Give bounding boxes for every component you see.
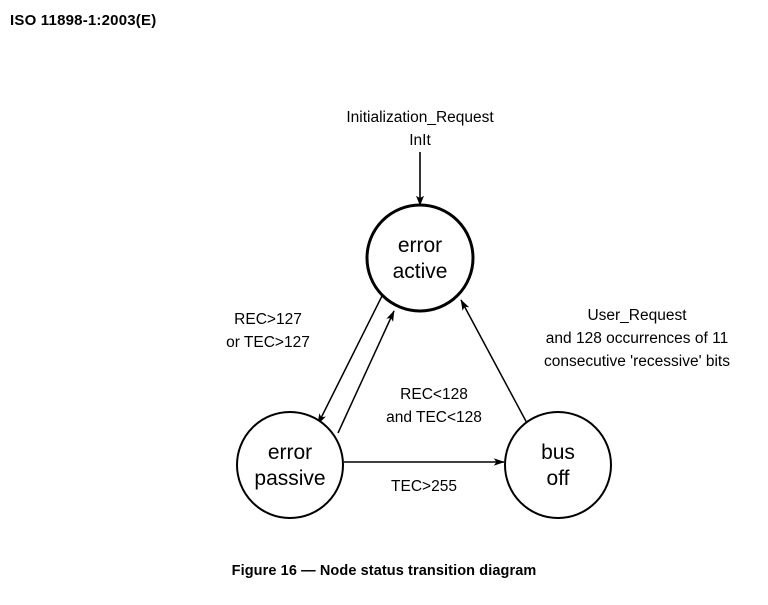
state-bus-off-circle[interactable] [504,411,612,519]
transition-busoff-to-active-label-line1: User_Request [587,307,687,324]
state-bus-off[interactable]: bus off [504,411,612,519]
transition-passive-to-busoff-label: TEC>255 [391,478,457,495]
document-header: ISO 11898-1:2003(E) [10,12,157,29]
transition-active-to-passive-arrow [317,295,383,425]
state-error-active[interactable]: error active [365,203,475,313]
state-error-passive-label-line2: passive [254,467,325,490]
state-error-passive-label-line1: error [268,441,312,464]
transition-initialization-label-line2: InIt [409,132,431,149]
transition-passive-to-active-label-line1: REC<128 [400,386,468,403]
state-error-active-label-line2: active [393,260,448,283]
transition-initialization: Initialization_Request InIt [346,109,494,206]
transition-passive-to-active-label-line2: and TEC<128 [386,409,482,426]
state-bus-off-label-line1: bus [541,441,575,464]
state-bus-off-label-line2: off [547,467,570,490]
state-error-active-label-line1: error [398,234,442,257]
transition-busoff-to-active-label-line3: consecutive 'recessive' bits [544,353,730,370]
transition-active-to-passive-label-line2: or TEC>127 [226,334,310,351]
state-error-passive[interactable]: error passive [236,411,344,519]
transition-active-to-passive-label-line1: REC>127 [234,311,302,328]
transition-busoff-to-active: User_Request and 128 occurrences of 11 c… [460,299,730,426]
transition-passive-to-active-arrow [337,310,395,434]
transition-busoff-to-active-label-line2: and 128 occurrences of 11 [546,330,728,347]
figure-caption: Figure 16 — Node status transition diagr… [231,563,537,579]
transition-passive-to-busoff: TEC>255 [344,458,505,495]
transition-initialization-label-line1: Initialization_Request [346,109,494,126]
transition-busoff-to-active-arrow [460,299,529,426]
transition-passive-to-active: REC<128 and TEC<128 [337,310,482,434]
state-error-active-circle[interactable] [365,203,475,313]
transition-active-to-passive: REC>127 or TEC>127 [226,295,383,425]
state-error-passive-circle[interactable] [236,411,344,519]
